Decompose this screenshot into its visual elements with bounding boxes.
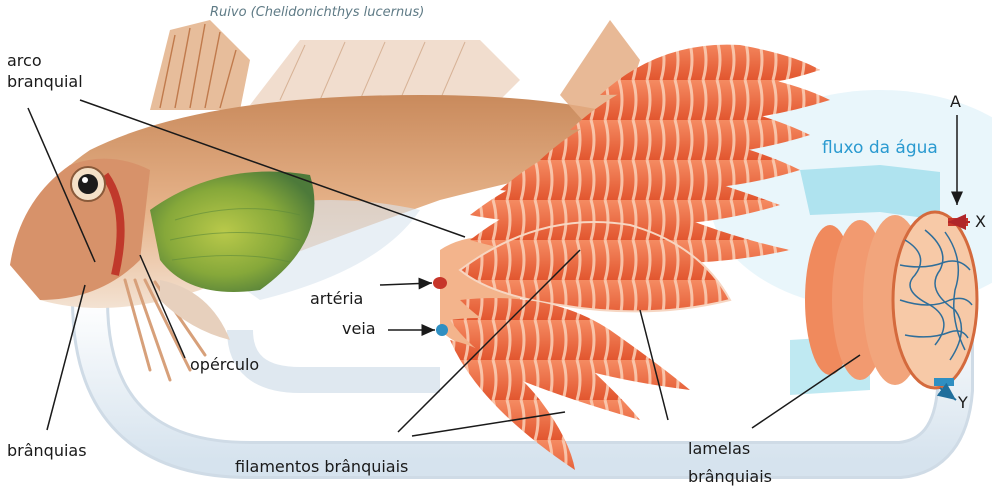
label-arco: arco	[7, 52, 42, 70]
label-branquias: brânquias	[7, 442, 87, 460]
label-x: X	[975, 213, 986, 231]
label-fluxo: fluxo da água	[822, 138, 938, 158]
label-y: Y	[958, 394, 968, 412]
lamella-cut	[893, 212, 977, 388]
label-operculo: opérculo	[190, 356, 259, 374]
label-lamelas: lamelas	[688, 440, 750, 458]
water-sheet	[800, 165, 940, 220]
lamellae-section	[805, 212, 977, 388]
label-a: A	[950, 93, 961, 111]
label-branquiais: brânquiais	[688, 468, 772, 486]
vein-y	[934, 378, 954, 386]
label-filamentos: filamentos brânquiais	[235, 458, 408, 476]
artery-dot	[433, 277, 447, 289]
label-veia: veia	[342, 320, 376, 338]
pupil	[78, 174, 98, 194]
species-caption: Ruivo (Chelidonichthys lucernus)	[210, 5, 424, 20]
vein-dot	[436, 324, 448, 336]
eye-glint	[82, 177, 88, 183]
label-arteria: artéria	[310, 290, 363, 308]
label-branquial: branquial	[7, 73, 83, 91]
